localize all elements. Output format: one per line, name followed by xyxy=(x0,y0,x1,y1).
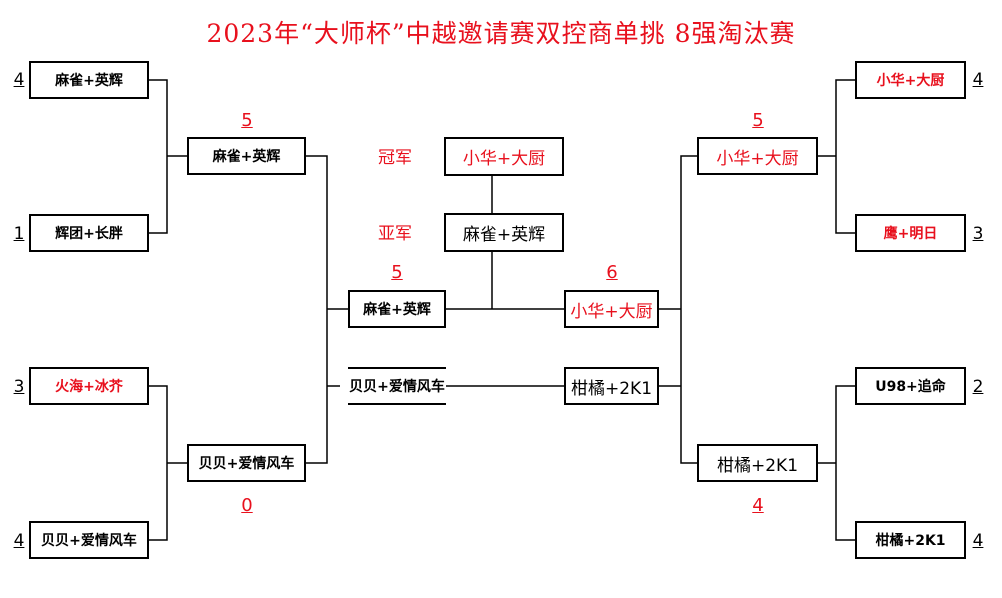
seed-right-4: 4 xyxy=(972,531,984,551)
seed-right-2: 3 xyxy=(972,224,984,244)
seed-left-1: 4 xyxy=(13,70,25,90)
seed-right-3: 2 xyxy=(972,377,984,397)
connector-right-r1-top xyxy=(835,79,855,234)
champion-label: 冠军 xyxy=(378,148,412,168)
team-left-r1-1[interactable]: 麻雀+英辉 xyxy=(29,61,149,99)
team-right-r3-2[interactable]: 柑橘+2K1 xyxy=(564,367,659,405)
score-right-r3-1: 6 xyxy=(606,262,618,283)
connector-right-r1-bottom xyxy=(835,385,855,541)
team-left-r1-4[interactable]: 贝贝+爱情风车 xyxy=(29,521,149,559)
team-right-r3-1[interactable]: 小华+大厨 xyxy=(564,290,659,328)
connector-left-r2 xyxy=(305,155,328,464)
team-left-r1-2[interactable]: 辉团+长胖 xyxy=(29,214,149,252)
team-left-r2-2[interactable]: 贝贝+爱情风车 xyxy=(187,444,306,482)
connector-right-r2 xyxy=(680,155,697,464)
team-left-r3-1[interactable]: 麻雀+英辉 xyxy=(348,290,446,328)
score-left-r2-1: 5 xyxy=(241,110,253,131)
runner-up-label: 亚军 xyxy=(378,224,412,244)
seed-left-3: 3 xyxy=(13,377,25,397)
team-right-r2-2[interactable]: 柑橘+2K1 xyxy=(697,444,818,482)
team-left-r3-2[interactable]: 贝贝+爱情风车 xyxy=(348,367,446,405)
score-left-r3-1: 5 xyxy=(391,262,403,283)
score-right-r2-2: 4 xyxy=(752,495,764,516)
team-right-r1-1[interactable]: 小华+大厨 xyxy=(855,61,966,99)
seed-right-1: 4 xyxy=(972,70,984,90)
seed-left-4: 4 xyxy=(13,531,25,551)
runner-up-box[interactable]: 麻雀+英辉 xyxy=(444,213,564,252)
connector-left-r1-top xyxy=(148,79,168,234)
page-title: 2023年“大师杯”中越邀请赛双控商单挑 8强淘汰赛 xyxy=(206,19,796,48)
team-left-r1-3[interactable]: 火海+冰芥 xyxy=(29,367,149,405)
score-left-r2-2: 0 xyxy=(241,495,253,516)
team-right-r1-4[interactable]: 柑橘+2K1 xyxy=(855,521,966,559)
seed-left-2: 1 xyxy=(13,224,25,244)
champion-box[interactable]: 小华+大厨 xyxy=(444,137,564,176)
team-right-r1-2[interactable]: 鹰+明日 xyxy=(855,214,966,252)
connector-left-r1-bottom xyxy=(148,385,168,541)
score-right-r2-1: 5 xyxy=(752,110,764,131)
team-right-r1-3[interactable]: U98+追命 xyxy=(855,367,966,405)
team-right-r2-1[interactable]: 小华+大厨 xyxy=(697,137,818,175)
team-left-r2-1[interactable]: 麻雀+英辉 xyxy=(187,137,306,175)
